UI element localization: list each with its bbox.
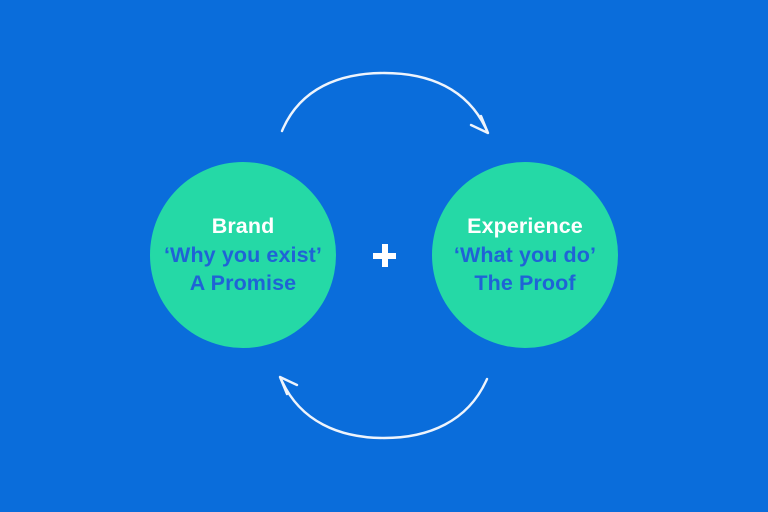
node-experience[interactable]: Experience ‘What you do’ The Proof	[432, 162, 618, 348]
bottom-arrow	[278, 375, 489, 440]
node-brand-subtitle-1: ‘Why you exist’	[163, 242, 322, 267]
plus-icon	[373, 244, 396, 267]
node-brand-title: Brand	[211, 214, 275, 239]
node-experience-title: Experience	[467, 214, 583, 239]
node-experience-subtitle-2: The Proof	[474, 271, 576, 296]
bottom-arrowhead-icon	[278, 375, 299, 396]
top-arrowhead-icon	[469, 114, 490, 135]
plus-icon-vertical-bar	[381, 244, 388, 267]
node-experience-subtitle-1: ‘What you do’	[453, 242, 597, 267]
top-arrow	[280, 71, 490, 135]
node-brand[interactable]: Brand ‘Why you exist’ A Promise	[150, 162, 336, 348]
node-brand-subtitle-2: A Promise	[189, 271, 297, 296]
